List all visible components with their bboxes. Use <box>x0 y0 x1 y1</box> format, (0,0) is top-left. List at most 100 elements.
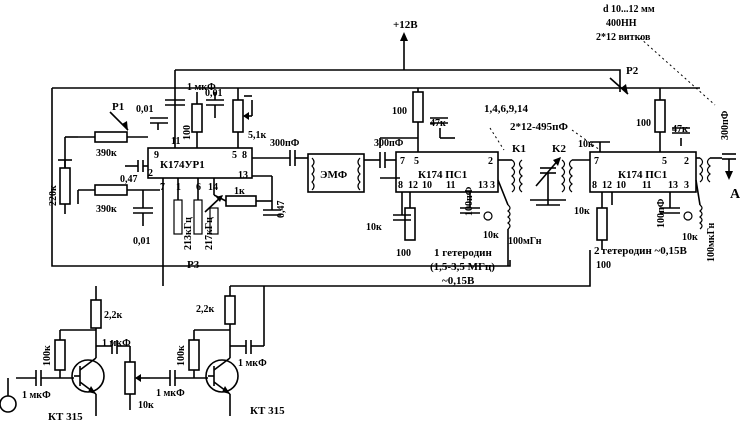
c-10k-c: 10к <box>483 230 499 241</box>
c-1mkf-d: 1 мкФ <box>238 358 267 369</box>
c-100pf-b: 100пФ <box>656 198 667 228</box>
u3-pin-11: 11 <box>642 180 651 191</box>
u1-pin-7: 7 <box>160 182 165 193</box>
r-100-a: 100 <box>392 106 407 117</box>
wire-spec-line2: 400НН <box>606 18 637 29</box>
u2-pin-3: 3 <box>490 180 495 191</box>
u2-pin-8: 8 <box>398 180 403 191</box>
c-300pf-b: 300пФ <box>374 138 404 149</box>
p2-switch <box>609 77 629 95</box>
c-100pf-a: 100пФ <box>464 186 475 216</box>
r-100-d: 100 <box>596 260 611 271</box>
r-47k-b: 47к <box>672 124 688 135</box>
label-pins-list: 1,4,6,9,14 <box>484 103 529 115</box>
r-220k: 220к <box>48 185 59 206</box>
u3-pin-10: 10 <box>616 180 626 191</box>
ic-u2 <box>395 151 499 193</box>
u2-pin-2: 2 <box>488 156 493 167</box>
filter-label: ЭМФ <box>320 169 348 181</box>
r-22k-a: 2,2к <box>104 310 123 321</box>
r-100-vert: 100 <box>182 125 193 140</box>
supply-label: +12B <box>393 19 418 31</box>
c-213k: 213кГц <box>183 217 194 250</box>
r-1k: 1к <box>234 186 245 197</box>
label-varicap: 2*12-495пФ <box>510 121 569 133</box>
label-k1: K1 <box>512 143 526 155</box>
r-390k-a: 390к <box>96 148 117 159</box>
u2-pin-10: 10 <box>422 180 432 191</box>
electromechanical-filter <box>307 153 365 193</box>
c-047-b: 0,47 <box>276 201 287 219</box>
oscillator-stage-1 <box>0 286 150 416</box>
c-10k-b: 10к <box>578 139 594 150</box>
lo2-feed-wire <box>230 250 591 287</box>
output-stage <box>696 153 736 183</box>
p1-network <box>58 111 160 226</box>
supply-rail <box>174 32 621 92</box>
r-100-b: 100 <box>636 118 651 129</box>
u3-network <box>590 88 703 250</box>
r-10k-pot: 10к <box>138 400 154 411</box>
u3-pin-12: 12 <box>602 180 612 191</box>
u1-pin-2: 2 <box>148 168 153 179</box>
u1-pin-1: 1 <box>176 182 181 193</box>
l-100mkgn-b: 100мкГн <box>706 222 717 262</box>
c-001-c: 0,01 <box>133 236 151 247</box>
u3-pin-5: 5 <box>662 156 667 167</box>
label-k2: K2 <box>552 143 567 155</box>
u3-pin-7: 7 <box>594 156 599 167</box>
r-100k-a: 100к <box>42 345 53 366</box>
ic-u1 <box>147 147 253 179</box>
u1-pin-5: 5 <box>232 150 237 161</box>
c-300pf-a: 300пФ <box>270 138 300 149</box>
u3-pin-8: 8 <box>592 180 597 191</box>
ic-u1-label: К174УР1 <box>160 159 205 171</box>
c-10k-a: 10к <box>366 222 382 233</box>
lo2-label: 2 гетеродин ~0,15В <box>594 245 688 257</box>
agc-loop-wire <box>51 88 511 267</box>
c-1mkf-b: 1 мкФ <box>102 338 131 349</box>
u1-pin-13: 13 <box>238 170 248 181</box>
p3-network <box>162 175 281 286</box>
u2-pin-11: 11 <box>446 180 455 191</box>
u1-top-network <box>150 88 253 148</box>
lo1-line1: 1 гетеродин <box>434 247 492 259</box>
transformer-k2 <box>561 159 590 193</box>
ic-u2-label: К174 ПС1 <box>418 169 467 181</box>
c-1mkf-c: 1 мкФ <box>156 388 185 399</box>
lo1-line2: (1,5-3,5 МГц) <box>430 261 495 273</box>
oscillator-stage-2 <box>150 286 265 416</box>
label-p3: P3 <box>187 259 200 271</box>
u1-to-filter <box>252 150 400 193</box>
lo1-line3: ~0,15В <box>442 275 475 287</box>
q1-label: КТ 315 <box>48 411 83 423</box>
u1-pin-8: 8 <box>242 150 247 161</box>
u1-pin-14: 14 <box>208 182 218 193</box>
u3-pin-3: 3 <box>684 180 689 191</box>
r-22k-b: 2,2к <box>196 304 215 315</box>
u2-pin-12: 12 <box>408 180 418 191</box>
u2-network <box>379 88 511 266</box>
c-10k-d: 10к <box>682 232 698 243</box>
r-47k-a: 47к <box>430 118 446 129</box>
wire-spec-line3: 2*12 витков <box>596 32 651 43</box>
ic-u3-label: К174 ПС1 <box>618 169 667 181</box>
label-p2: P2 <box>626 65 639 77</box>
u1-pin-11: 11 <box>171 136 180 147</box>
u2-pin-13: 13 <box>478 180 488 191</box>
c-300pf-c: 300пФ <box>720 110 731 140</box>
label-p1: P1 <box>112 101 124 113</box>
c-217k: 217кГц <box>204 217 215 250</box>
c-10k-e: 10к <box>574 206 590 217</box>
c-001-b: 0,01 <box>205 88 223 99</box>
r-390k-b: 390к <box>96 204 117 215</box>
wire-spec-line1: d 10...12 мм <box>603 4 655 15</box>
u2-pin-7: 7 <box>400 156 405 167</box>
q2-label: КТ 315 <box>250 405 285 417</box>
c-047-a: 0,47 <box>120 174 138 185</box>
u1-pin-9: 9 <box>154 150 159 161</box>
u3-pin-2: 2 <box>684 156 689 167</box>
r-100-c: 100 <box>396 248 411 259</box>
